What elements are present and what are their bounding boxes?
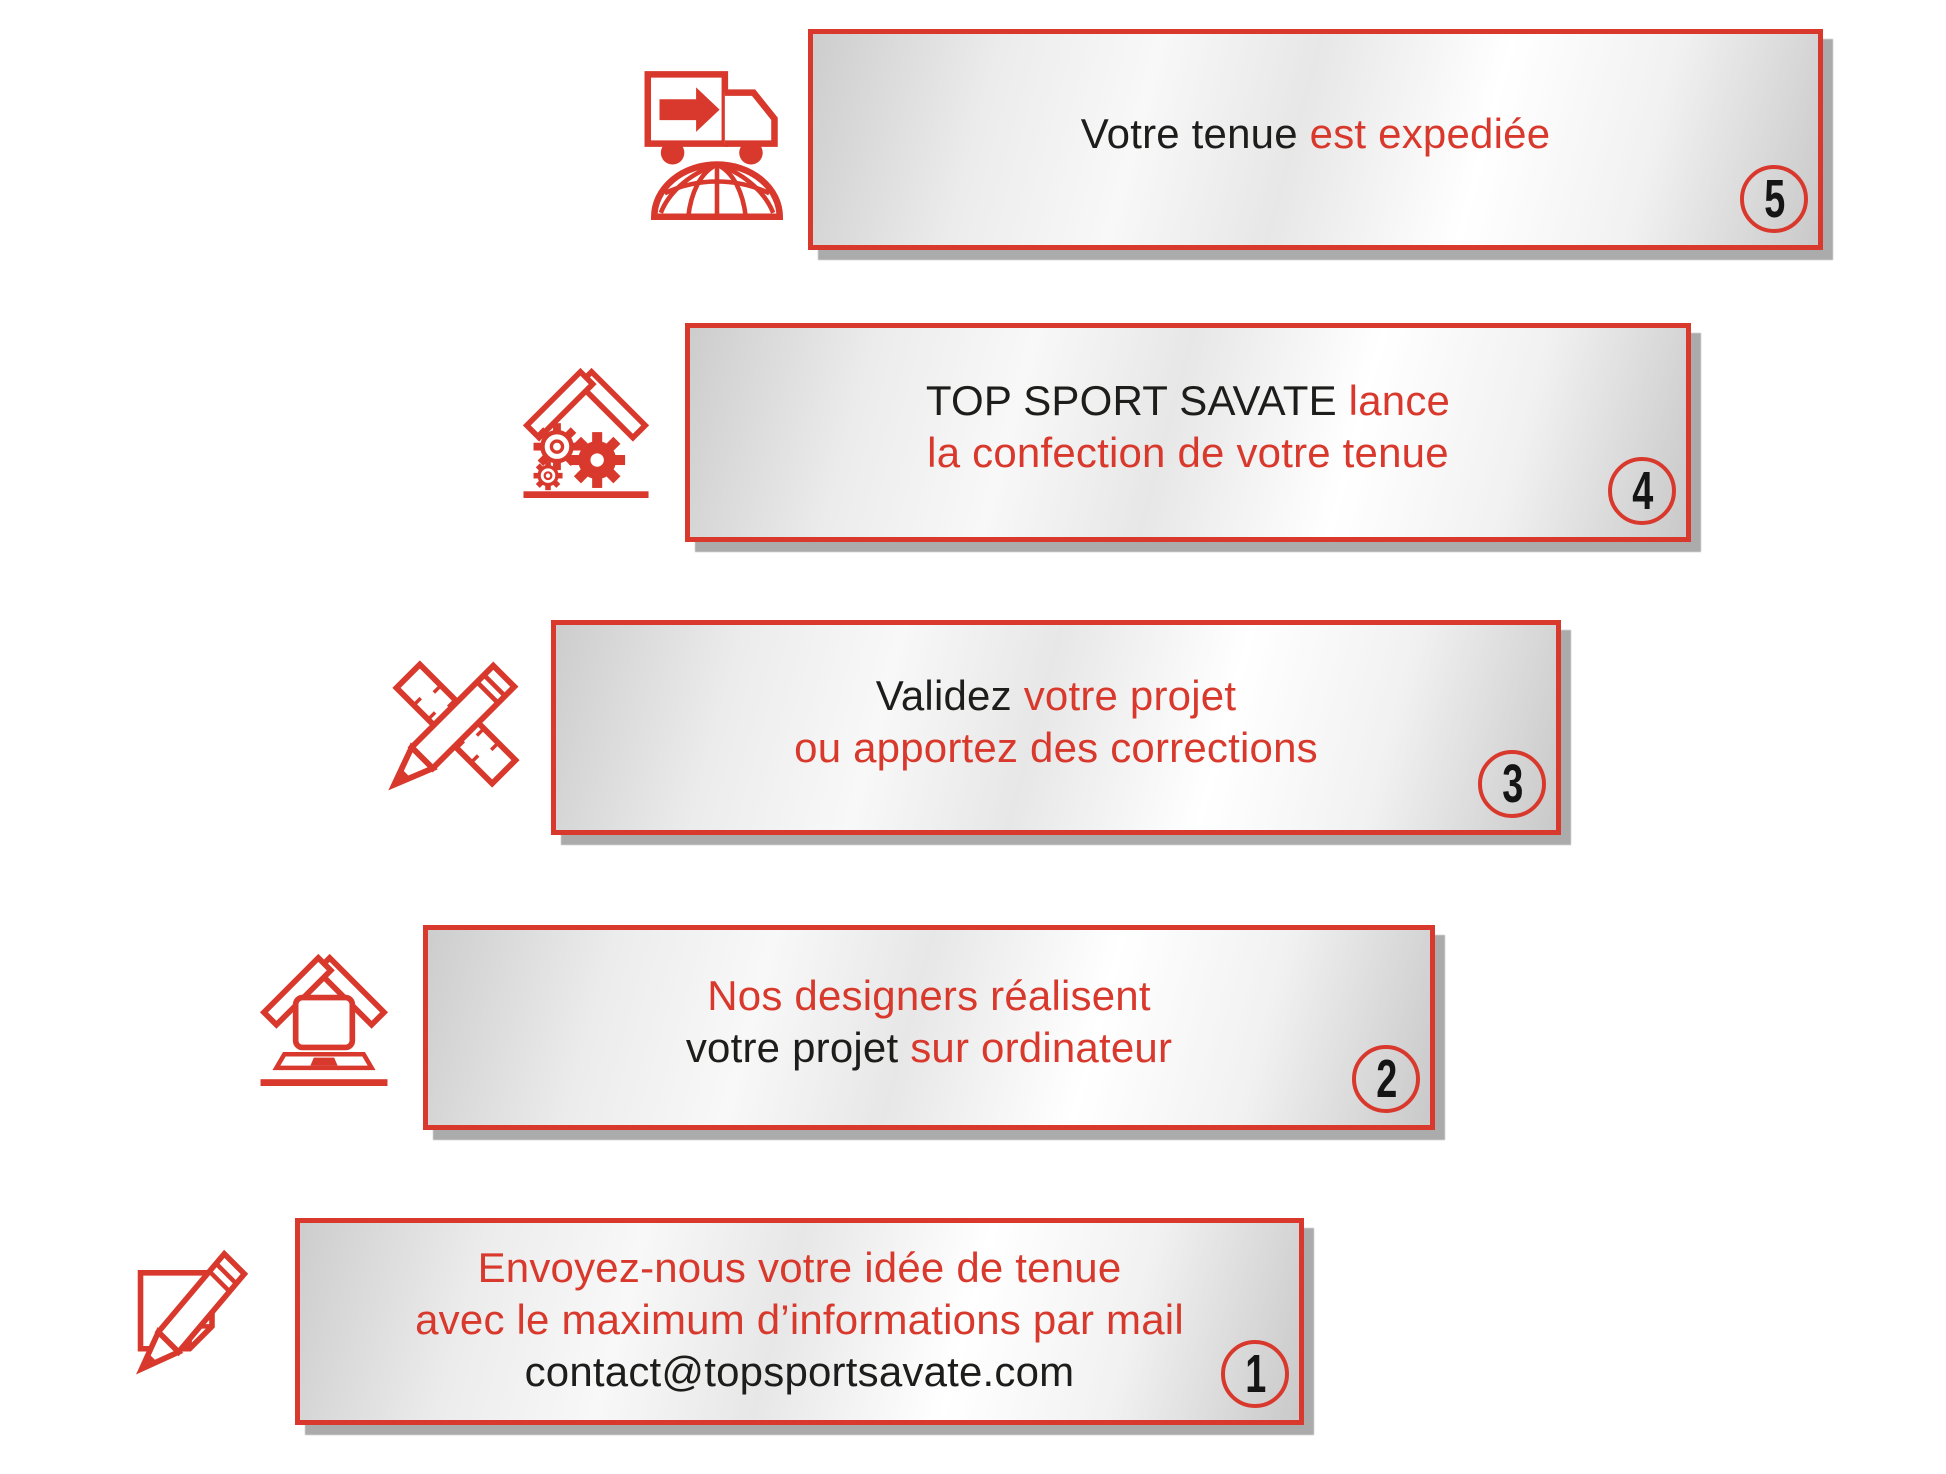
text-line: votre projet sur ordinateur [686,1022,1172,1074]
text-line: contact@topsportsavate.com [415,1346,1184,1398]
text-line: Votre tenue est expediée [1081,108,1551,160]
step-2-number: 2 [1376,1049,1397,1109]
text-segment: TOP SPORT SAVATE [925,376,1349,424]
text-segment: contact@topsportsavate.com [524,1347,1075,1395]
text-segment: avec le maximum d’informations par mail [415,1295,1184,1343]
text-line: la confection de votre tenue [926,427,1450,479]
text-segment: Validez [875,671,1024,719]
step-5-number-badge: 5 [1740,165,1808,233]
text-segment: la confection de votre tenue [927,428,1449,476]
text-line: avec le maximum d’informations par mail [415,1294,1184,1346]
text-line: ou apportez des corrections [794,722,1318,774]
step-3-number: 3 [1502,754,1523,814]
step-5-text: Votre tenue est expediée [1081,108,1551,160]
step-4-number-badge: 4 [1608,457,1676,525]
ruler-pencil-icon [386,654,526,794]
shipping-truck-globe-icon [636,60,798,222]
step-4-number: 4 [1632,461,1653,521]
text-line: Nos designers réalisent [686,970,1172,1022]
step-5-number: 5 [1764,169,1785,229]
text-segment: Nos designers réalisent [707,971,1151,1019]
step-1-number: 1 [1245,1344,1266,1404]
manufacturing-gears-icon [514,364,658,498]
text-line: TOP SPORT SAVATE lance [926,375,1450,427]
step-3-number-badge: 3 [1478,750,1546,818]
text-segment: votre projet [1023,671,1237,719]
text-segment: Envoyez-nous votre idée de tenue [477,1243,1122,1291]
text-segment: votre projet [685,1023,911,1071]
text-segment: lance [1348,376,1451,424]
note-pencil-icon [126,1246,260,1380]
text-line: Envoyez-nous votre idée de tenue [415,1242,1184,1294]
text-segment: ou apportez des corrections [794,723,1318,771]
text-segment: sur ordinateur [910,1023,1173,1071]
text-segment: Votre tenue [1080,109,1310,157]
step-1-number-badge: 1 [1221,1340,1289,1408]
text-segment: est expediée [1309,109,1551,157]
step-5-banner: Votre tenue est expediée 5 [808,29,1823,250]
designer-laptop-icon [256,950,392,1086]
text-line: Validez votre projet [794,670,1318,722]
step-2-number-badge: 2 [1352,1045,1420,1113]
